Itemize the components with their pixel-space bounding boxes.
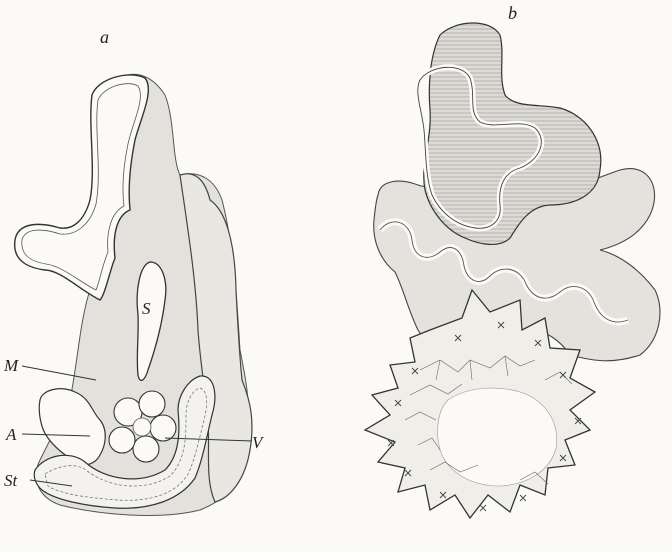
panel-b-core — [438, 388, 557, 486]
label-s: S — [142, 300, 151, 317]
panel-a-drawing — [15, 74, 252, 515]
panel-b-drawing — [365, 23, 660, 518]
panel-a-label: a — [100, 28, 109, 46]
label-st: St — [4, 472, 17, 489]
label-m: M — [4, 357, 18, 374]
label-v: V — [252, 434, 262, 451]
label-a: A — [6, 426, 16, 443]
panel-b-label: b — [508, 4, 517, 22]
